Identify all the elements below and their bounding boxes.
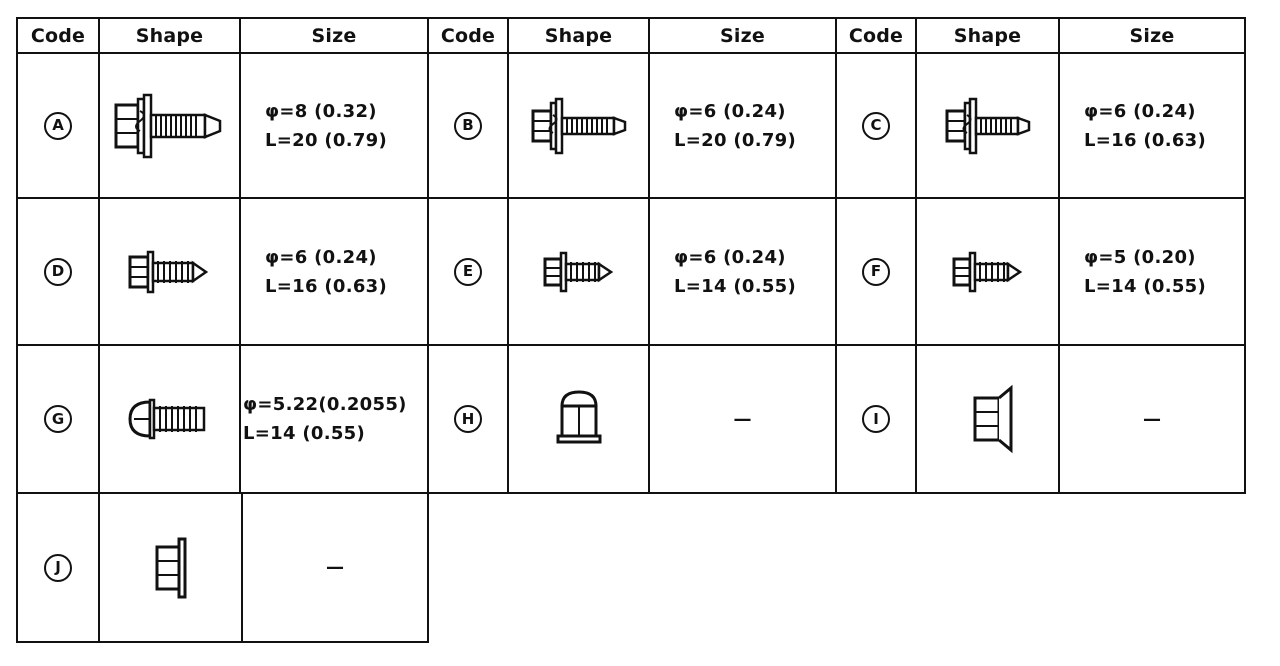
shape-cell-e — [507, 197, 650, 346]
header-code-label: Code — [30, 24, 86, 47]
header-code-3: Code — [835, 17, 917, 54]
shape-cell-f — [915, 197, 1060, 346]
shape-cell-b — [507, 52, 650, 199]
size-cell-i: — — [1058, 344, 1246, 494]
size-cell-d: φ=6 (0.24) L=16 (0.63) — [239, 197, 429, 346]
size-cell-e: φ=6 (0.24) L=14 (0.55) — [648, 197, 837, 346]
code-cell-h: H — [427, 344, 509, 494]
size-diameter: φ=6 (0.24) — [674, 246, 786, 268]
self-tapping-flange-bolt-icon — [543, 251, 613, 292]
size-none-dash: — — [1143, 408, 1161, 430]
shape-cell-c — [915, 52, 1060, 199]
header-size-label: Size — [311, 24, 357, 47]
header-size-3: Size — [1058, 17, 1246, 54]
code-cell-f: F — [835, 197, 917, 346]
code-badge-j: J — [44, 553, 72, 582]
header-code-2: Code — [427, 17, 509, 54]
flange-bolt-with-washer-icon — [531, 97, 626, 154]
flange-bolt-with-washer-icon — [114, 93, 221, 158]
header-size-label: Size — [720, 24, 765, 47]
size-length: L=16 (0.63) — [1084, 129, 1207, 151]
flange-bolt-with-washer-icon — [945, 97, 1030, 154]
code-badge-d: D — [44, 257, 72, 286]
size-cell-j: — — [241, 492, 429, 643]
shape-cell-d — [98, 197, 241, 346]
size-none-dash: — — [733, 408, 752, 430]
code-cell-d: D — [16, 197, 100, 346]
code-badge-h: H — [454, 405, 482, 433]
header-shape-label: Shape — [953, 24, 1022, 47]
size-diameter: φ=8 (0.32) — [265, 100, 377, 122]
shape-cell-h — [507, 344, 650, 494]
shape-cell-i — [915, 344, 1060, 494]
header-shape-label: Shape — [544, 24, 613, 47]
hex-flange-nut-icon — [155, 537, 186, 598]
size-cell-b: φ=6 (0.24) L=20 (0.79) — [648, 52, 837, 199]
code-badge-g: G — [44, 405, 72, 433]
size-length: L=16 (0.63) — [265, 275, 388, 297]
size-length: L=14 (0.55) — [674, 275, 797, 297]
cap-nut-icon — [556, 390, 601, 444]
pan-head-screw-icon — [127, 398, 205, 440]
code-cell-b: B — [427, 52, 509, 199]
size-cell-f: φ=5 (0.20) L=14 (0.55) — [1058, 197, 1246, 346]
size-length: L=20 (0.79) — [265, 129, 388, 151]
shape-cell-j — [98, 492, 243, 643]
size-diameter: φ=5.22(0.2055) — [243, 394, 407, 415]
self-tapping-flange-bolt-icon — [952, 251, 1022, 292]
size-diameter: φ=5 (0.20) — [1084, 246, 1196, 268]
shape-cell-g — [98, 344, 241, 494]
code-cell-e: E — [427, 197, 509, 346]
size-cell-h: — — [648, 344, 837, 494]
code-badge-i: I — [862, 405, 890, 433]
shape-cell-a — [98, 52, 241, 199]
code-cell-g: G — [16, 344, 100, 494]
header-size-label: Size — [1129, 24, 1175, 47]
size-diameter: φ=6 (0.24) — [674, 100, 786, 122]
code-badge-c: C — [862, 111, 890, 140]
code-badge-e: E — [454, 257, 482, 286]
size-none-dash: — — [326, 557, 344, 578]
self-tapping-flange-bolt-icon — [128, 250, 208, 293]
header-shape-2: Shape — [507, 17, 650, 54]
size-diameter: φ=6 (0.24) — [1084, 100, 1196, 122]
size-length: L=20 (0.79) — [674, 129, 797, 151]
size-cell-c: φ=6 (0.24) L=16 (0.63) — [1058, 52, 1246, 199]
size-length: L=14 (0.55) — [243, 423, 366, 444]
code-cell-j: J — [16, 492, 100, 643]
code-cell-i: I — [835, 344, 917, 494]
code-cell-c: C — [835, 52, 917, 199]
size-cell-g: φ=5.22(0.2055) L=14 (0.55) — [239, 344, 429, 494]
size-diameter: φ=6 (0.24) — [265, 246, 377, 268]
code-cell-a: A — [16, 52, 100, 199]
header-shape-3: Shape — [915, 17, 1060, 54]
header-shape-label: Shape — [135, 24, 204, 47]
header-shape-1: Shape — [98, 17, 241, 54]
header-size-2: Size — [648, 17, 837, 54]
code-badge-f: F — [862, 257, 890, 286]
header-code-1: Code — [16, 17, 100, 54]
header-code-label: Code — [440, 24, 496, 47]
code-badge-b: B — [454, 111, 482, 140]
size-length: L=14 (0.55) — [1084, 275, 1207, 297]
header-size-1: Size — [239, 17, 429, 54]
header-code-label: Code — [848, 24, 904, 47]
code-badge-a: A — [44, 111, 72, 140]
flange-nut-icon — [973, 384, 1012, 454]
size-cell-a: φ=8 (0.32) L=20 (0.79) — [239, 52, 429, 199]
